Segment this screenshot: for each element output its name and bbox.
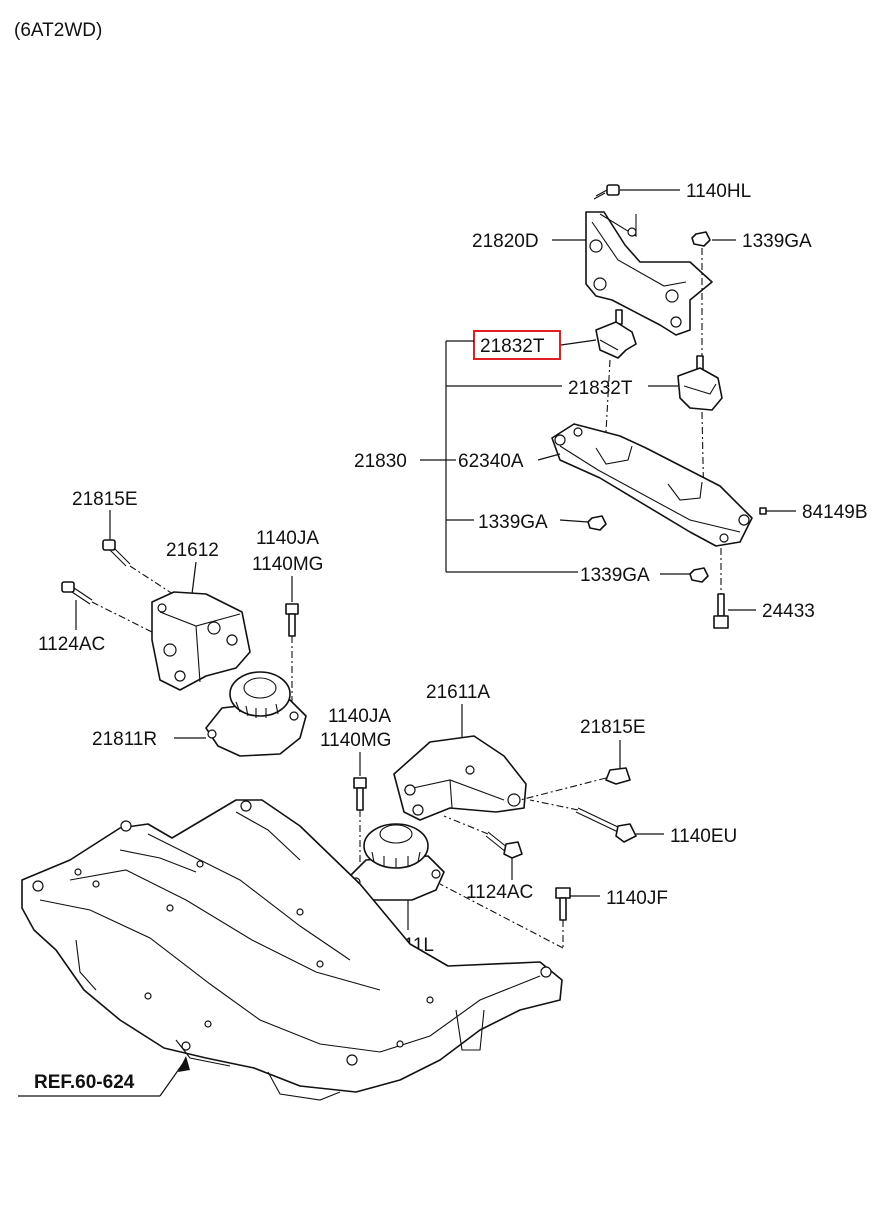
label-1339GA-low: 1339GA bbox=[580, 565, 650, 586]
label-21820D: 21820D bbox=[472, 231, 539, 252]
crossmember-62340A[interactable] bbox=[551, 423, 753, 547]
label-21811R: 21811R bbox=[92, 729, 157, 750]
bracket-21612[interactable] bbox=[151, 591, 251, 691]
plug-84149B[interactable] bbox=[759, 507, 767, 515]
bracket-21611A[interactable] bbox=[393, 735, 527, 821]
label-21815E-left: 21815E bbox=[72, 489, 138, 510]
bolt-24433[interactable] bbox=[713, 593, 729, 629]
label-1339GA-top: 1339GA bbox=[742, 231, 812, 252]
label-1140JA-mid: 1140JA bbox=[328, 706, 391, 727]
insulator-21832T-lower[interactable] bbox=[677, 355, 723, 411]
group-bracket-21830 bbox=[420, 340, 578, 573]
nut-1339GA-low[interactable] bbox=[689, 567, 709, 583]
label-21611A: 21611A bbox=[426, 682, 490, 703]
engine-mount-21811R[interactable] bbox=[205, 671, 307, 757]
label-1140JF: 1140JF bbox=[606, 888, 668, 909]
subframe bbox=[21, 799, 563, 1101]
highlight-box-21832T bbox=[473, 330, 561, 360]
label-1140MG-mid: 1140MG bbox=[320, 730, 391, 751]
bolt-1140JA-mid[interactable] bbox=[353, 777, 367, 811]
label-1124AC-mid: 1124AC bbox=[466, 882, 533, 903]
nut-21815E-right[interactable] bbox=[605, 767, 631, 785]
label-84149B: 84149B bbox=[802, 502, 868, 523]
label-21612: 21612 bbox=[166, 540, 219, 561]
ref-label[interactable]: REF.60-624 bbox=[34, 1072, 135, 1093]
bolt-1140JF[interactable] bbox=[555, 887, 571, 921]
label-1140JA-left: 1140JA bbox=[256, 528, 319, 549]
label-21832T-highlighted[interactable]: 21832T bbox=[480, 336, 545, 357]
label-1140HL: 1140HL bbox=[686, 181, 751, 202]
label-62340A: 62340A bbox=[458, 451, 524, 472]
bolt-1140HL[interactable] bbox=[593, 184, 620, 200]
bolt-1124AC-mid[interactable] bbox=[485, 831, 523, 859]
label-21832T: 21832T bbox=[568, 378, 633, 399]
nut-1339GA-top[interactable] bbox=[691, 231, 711, 247]
label-21830: 21830 bbox=[354, 451, 407, 472]
bolt-1124AC-left[interactable] bbox=[61, 581, 93, 605]
bolt-1140EU[interactable] bbox=[575, 807, 637, 843]
label-1140EU: 1140EU bbox=[670, 826, 737, 847]
reference-arrow bbox=[18, 1056, 190, 1097]
diagram-title: (6AT2WD) bbox=[14, 20, 102, 41]
label-21815E-right: 21815E bbox=[580, 717, 646, 738]
insulator-21832T-upper[interactable] bbox=[595, 309, 637, 359]
nut-1339GA-mid[interactable] bbox=[587, 515, 607, 531]
label-24433: 24433 bbox=[762, 601, 815, 622]
label-1140MG-left: 1140MG bbox=[252, 554, 323, 575]
label-1339GA-mid: 1339GA bbox=[478, 512, 548, 533]
bracket-21820D[interactable] bbox=[585, 211, 713, 336]
label-1124AC-left: 1124AC bbox=[38, 634, 105, 655]
bolt-21815E-left[interactable] bbox=[102, 539, 131, 567]
engine-mount-21811L[interactable] bbox=[349, 823, 445, 901]
bolt-1140JA-left[interactable] bbox=[285, 603, 299, 637]
